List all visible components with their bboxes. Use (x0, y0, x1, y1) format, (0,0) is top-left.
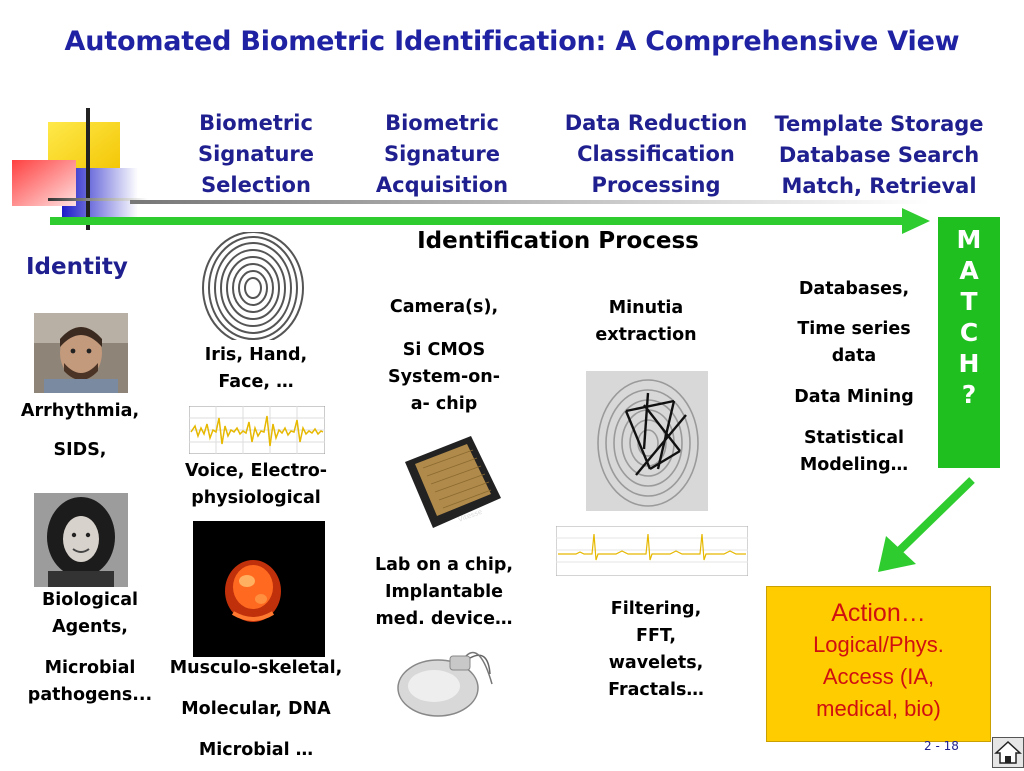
stage-acquisition-line2: Signature (383, 142, 501, 166)
action-line4: medical, bio) (816, 696, 941, 721)
storage-statistical-line1: Statistical (803, 428, 905, 448)
match-letter: M (956, 225, 982, 254)
storage-timeseries: Time series data (774, 316, 934, 370)
match-letter: ? (961, 380, 977, 409)
acquisition-lab-line3: med. device… (375, 609, 513, 629)
implantable-device-image (397, 651, 493, 717)
stage-storage-line1: Template Storage (774, 112, 984, 136)
selection-iris-line1: Iris, Hand, (204, 345, 308, 365)
selection-iris: Iris, Hand, Face, … (176, 342, 336, 396)
identity-microbial-line2: pathogens... (27, 685, 153, 705)
acquisition-camera: Camera(s), (389, 297, 499, 317)
acquisition-sicmos-line1: Si CMOS (402, 340, 486, 360)
stage-storage-line2: Database Search (778, 143, 980, 167)
action-title: Action… (831, 599, 926, 627)
reduction-filtering-line3: wavelets, (608, 653, 704, 673)
stage-selection-line1: Biometric (199, 111, 313, 135)
storage-datamining: Data Mining (794, 387, 914, 407)
action-line2: Logical/Phys. (813, 632, 944, 657)
home-button[interactable] (992, 737, 1024, 768)
identity-biological-line2: Agents, (52, 617, 128, 637)
header-rule (130, 200, 930, 204)
selection-voice-line1: Voice, Electro- (184, 461, 328, 481)
selection-molecular: Molecular, DNA (181, 699, 331, 719)
reduction-minutia: Minutia extraction (566, 295, 726, 349)
storage-statistical-line2: Modeling… (799, 455, 909, 475)
storage-statistical: Statistical Modeling… (774, 425, 934, 479)
match-letter: H (958, 349, 980, 378)
selection-voice-line2: physiological (191, 488, 321, 508)
stage-storage-line3: Match, Retrieval (781, 174, 977, 198)
stage-reduction-line2: Classification (577, 142, 735, 166)
cmos-chip-image: Vitesse (405, 436, 501, 528)
stage-reduction-line3: Processing (591, 173, 721, 197)
reduction-filtering-line1: Filtering, (610, 599, 702, 619)
identity-sids: SIDS, (53, 440, 107, 460)
slide-title: Automated Biometric Identification: A Co… (64, 26, 960, 57)
action-box: Action… Logical/Phys. Access (IA, medica… (766, 586, 991, 742)
decorative-squares-logo (12, 108, 148, 230)
match-to-action-arrow (878, 477, 975, 572)
skull-scan-image (193, 521, 325, 657)
acquisition-lab-line2: Implantable (384, 582, 504, 602)
reduction-filtering-line4: Fractals… (608, 680, 704, 700)
woman-portrait-photo (34, 493, 128, 587)
selection-iris-line2: Face, … (218, 372, 294, 392)
stage-selection: Biometric Signature Selection (176, 108, 336, 201)
stage-reduction-line1: Data Reduction (564, 111, 748, 135)
stage-acquisition-line1: Biometric (385, 111, 499, 135)
reduction-filtering: Filtering, FFT, wavelets, Fractals… (576, 596, 736, 704)
storage-timeseries-line2: data (831, 346, 877, 366)
reduction-filtering-line2: FFT, (636, 626, 676, 646)
acquisition-sicmos: Si CMOS System-on- a- chip (364, 337, 524, 418)
acquisition-lab: Lab on a chip, Implantable med. device… (354, 552, 534, 633)
acquisition-sicmos-line3: a- chip (410, 394, 478, 414)
stage-selection-line2: Signature (197, 142, 315, 166)
match-letter: T (960, 287, 978, 316)
page-number: 2 - 18 (924, 739, 959, 753)
selection-musculo: Musculo-skeletal, (169, 658, 343, 678)
identity-microbial: Microbial pathogens... (16, 655, 164, 709)
minutia-fingerprint-image (586, 371, 708, 511)
match-box: M A T C H ? (938, 217, 1000, 468)
stage-reduction: Data Reduction Classification Processing (556, 108, 756, 201)
identity-biological: Biological Agents, (16, 587, 164, 641)
selection-microbial: Microbial … (198, 740, 314, 760)
action-line3: Access (IA, (822, 664, 935, 689)
storage-timeseries-line1: Time series (797, 319, 911, 339)
voice-waveform-image (189, 406, 325, 454)
stage-acquisition: Biometric Signature Acquisition (362, 108, 522, 201)
stage-acquisition-line3: Acquisition (375, 173, 509, 197)
acquisition-lab-line1: Lab on a chip, (374, 555, 514, 575)
match-letter: C (959, 318, 979, 347)
ecg-signal-plot (556, 526, 748, 576)
identity-biological-line1: Biological (41, 590, 139, 610)
selection-voice: Voice, Electro- physiological (166, 458, 346, 512)
identity-arrhythmia: Arrhythmia, (20, 401, 140, 421)
process-arrow (50, 208, 930, 234)
stage-storage: Template Storage Database Search Match, … (762, 109, 996, 202)
match-letter: A (959, 256, 979, 285)
acquisition-sicmos-line2: System-on- (388, 367, 500, 387)
identity-microbial-line1: Microbial (44, 658, 136, 678)
reduction-minutia-line2: extraction (595, 325, 697, 345)
man-portrait-photo (34, 313, 128, 393)
stage-selection-line3: Selection (201, 173, 311, 197)
fingerprint-image (196, 232, 310, 340)
storage-databases: Databases, (798, 279, 910, 299)
identity-heading: Identity (26, 254, 128, 280)
reduction-minutia-line1: Minutia (608, 298, 684, 318)
process-label: Identification Process (417, 228, 699, 254)
home-icon (994, 740, 1022, 764)
